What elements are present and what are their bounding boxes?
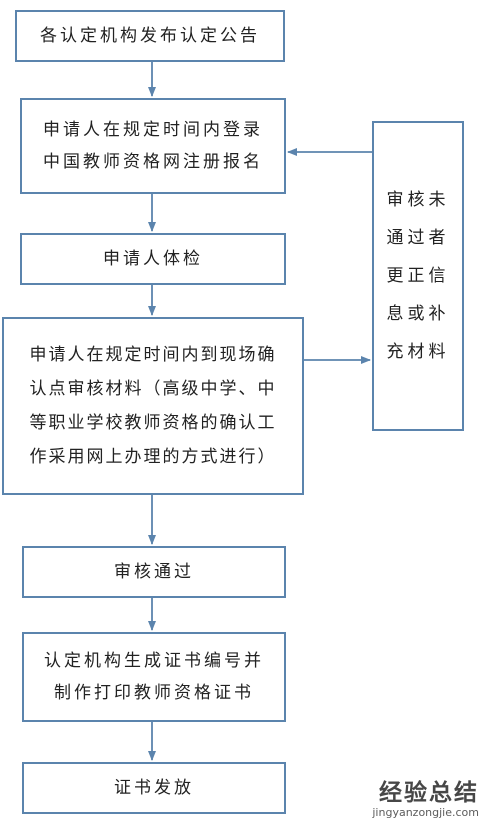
watermark-text: 经验总结: [379, 780, 479, 806]
step-issue-certificate: 证书发放: [22, 762, 286, 814]
step-online-registration-label: 申请人在规定时间内登录 中国教师资格网注册报名: [43, 120, 263, 172]
step-publish-announcement: 各认定机构发布认定公告: [15, 10, 285, 62]
step-review-passed: 审核通过: [22, 546, 286, 598]
step-review-passed-label: 审核通过: [114, 562, 194, 582]
step-issue-certificate-label: 证书发放: [114, 778, 194, 798]
side-box-correction-label: 审核未 通过者 更正信 息或补 充材料: [386, 190, 450, 362]
step-online-registration: 申请人在规定时间内登录 中国教师资格网注册报名: [20, 98, 286, 194]
step-onsite-review-label: 申请人在规定时间内到现场确 认点审核材料（高级中学、中 等职业学校教师资格的确认…: [29, 345, 277, 467]
watermark-url: jingyanzongjie.com: [372, 806, 479, 819]
side-box-correction: 审核未 通过者 更正信 息或补 充材料: [372, 121, 464, 431]
step-generate-certificate-label: 认定机构生成证书编号并 制作打印教师资格证书: [44, 651, 264, 703]
step-onsite-review: 申请人在规定时间内到现场确 认点审核材料（高级中学、中 等职业学校教师资格的确认…: [2, 317, 304, 495]
step-physical-exam-label: 申请人体检: [103, 249, 203, 269]
step-physical-exam: 申请人体检: [20, 233, 286, 285]
step-generate-certificate: 认定机构生成证书编号并 制作打印教师资格证书: [22, 632, 286, 722]
step-publish-announcement-label: 各认定机构发布认定公告: [40, 26, 260, 46]
watermark: 经验总结 jingyanzongjie.com: [372, 780, 479, 820]
